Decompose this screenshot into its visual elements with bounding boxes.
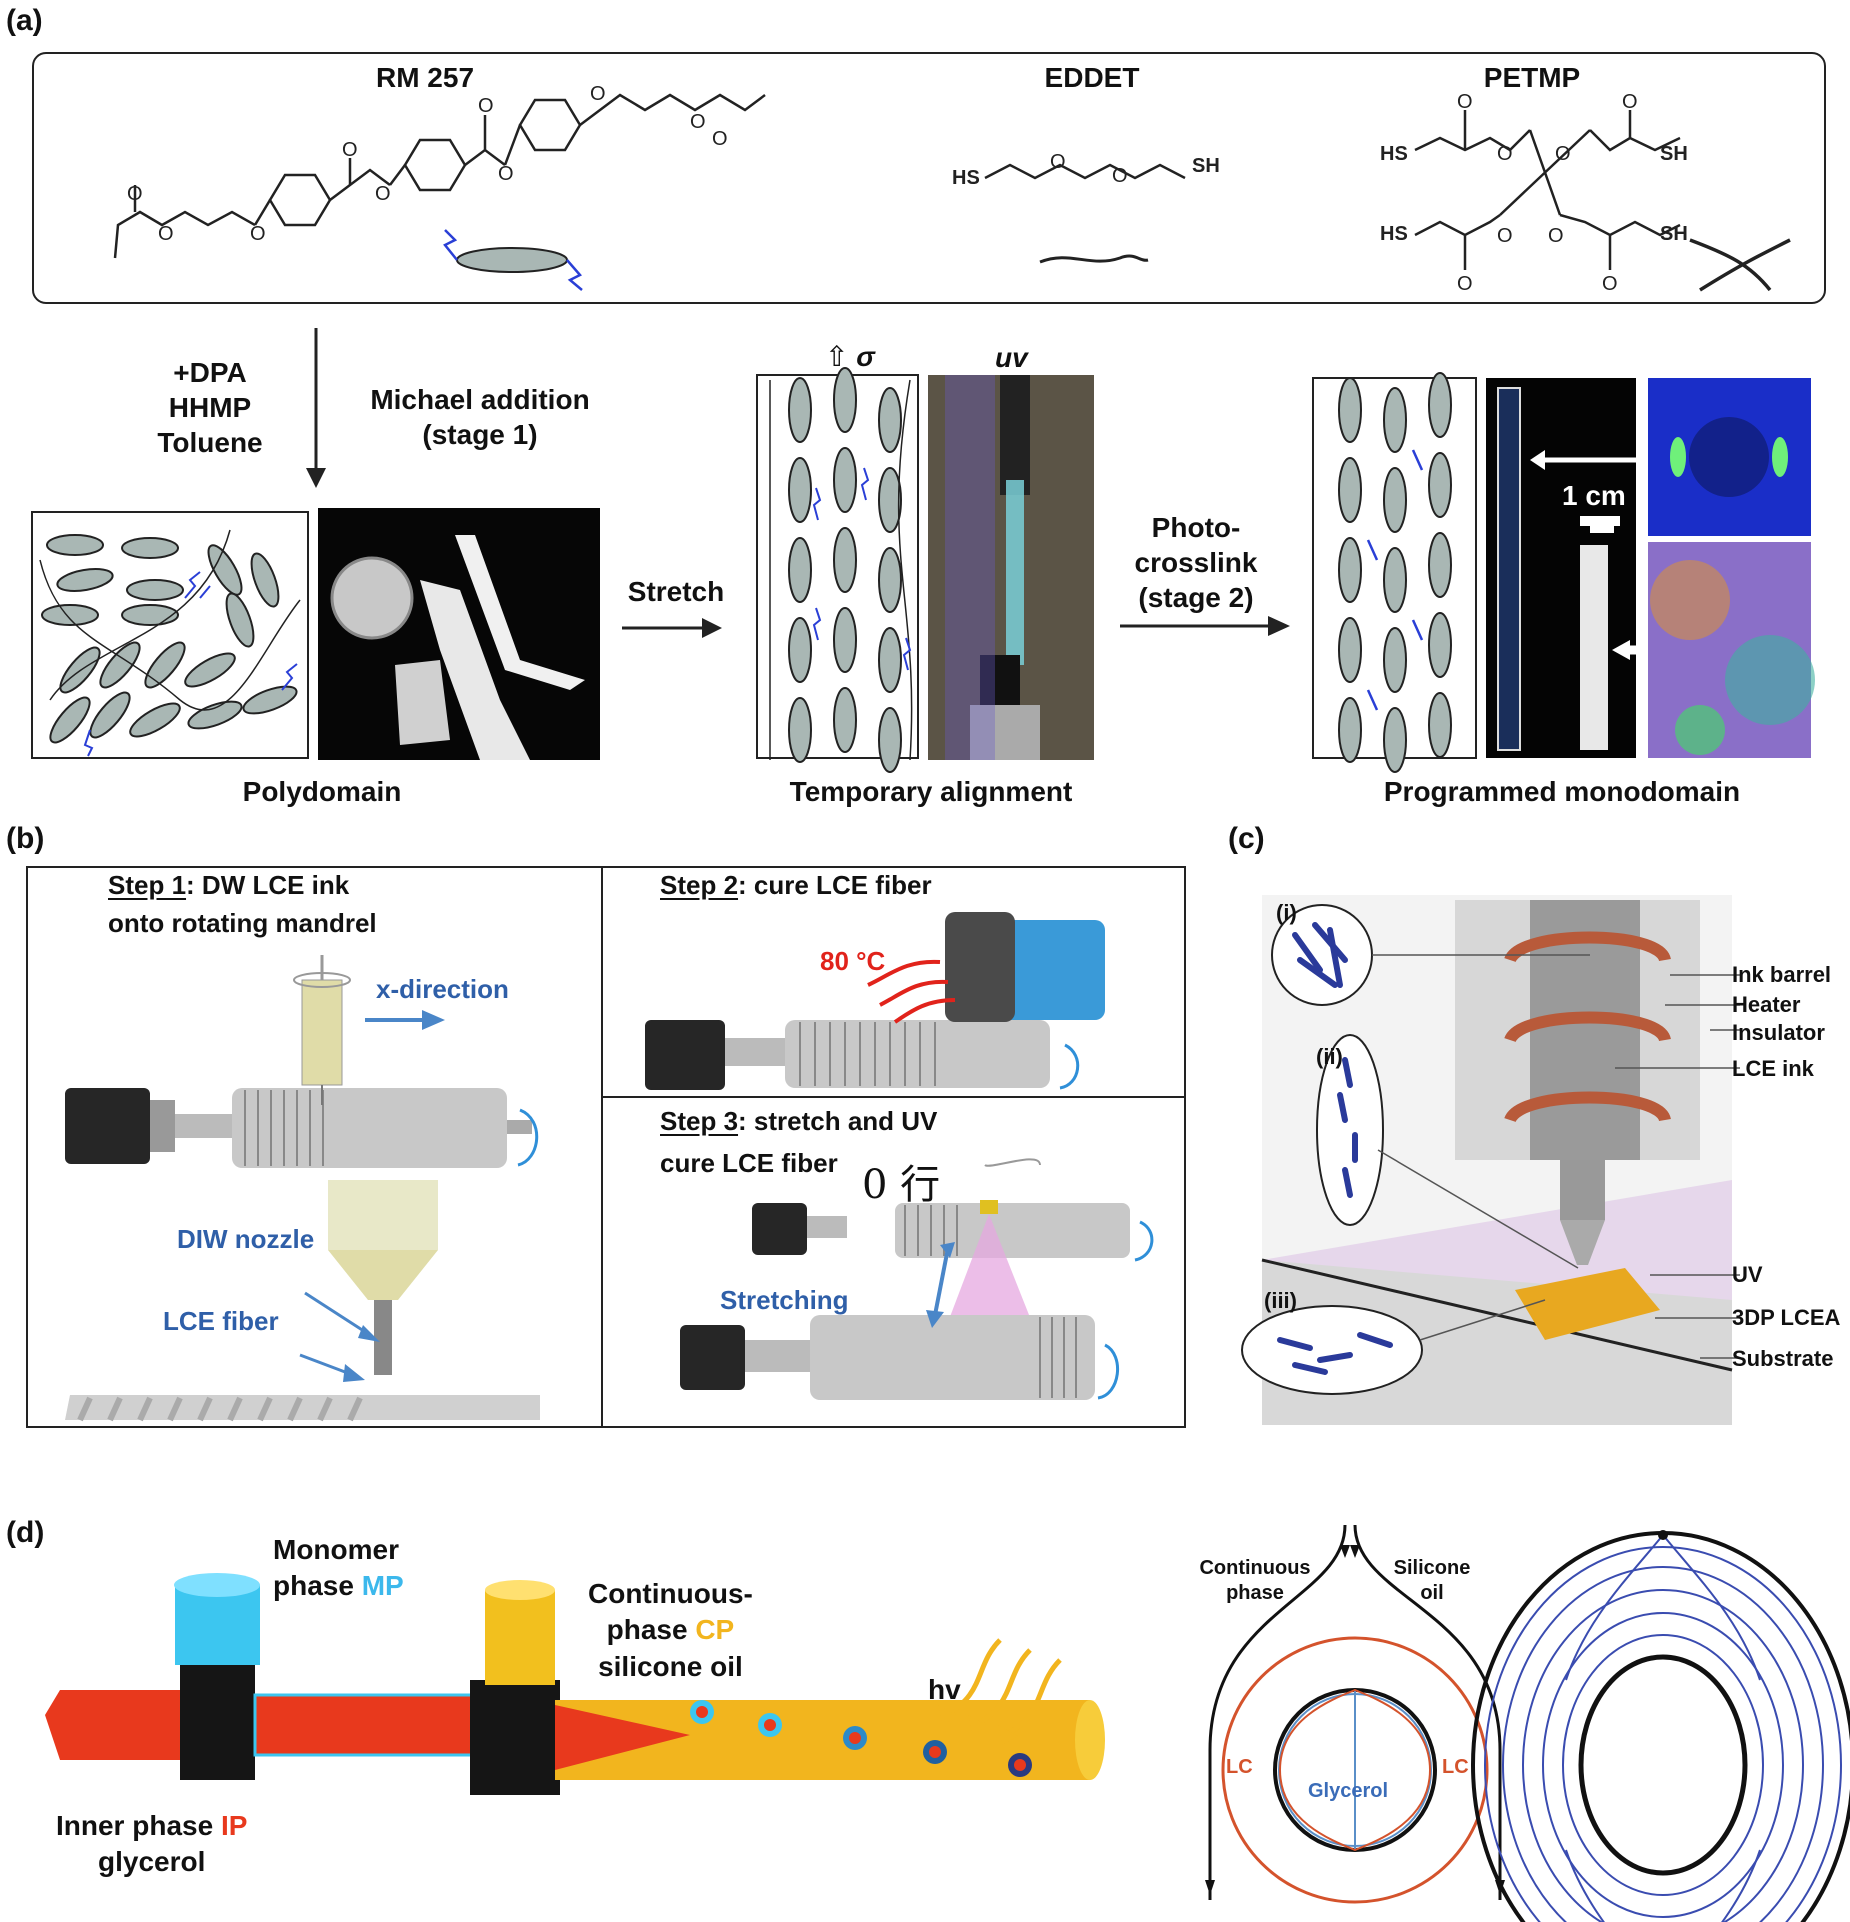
reagents-label: +DPA HHMP Toluene <box>157 357 263 458</box>
rm257-title: RM 257 <box>375 62 475 93</box>
eddet-title: EDDET <box>1044 62 1140 93</box>
lc-label-left: LC <box>1226 1756 1253 1778</box>
stress-arrow-icon: ⇧ <box>825 341 849 372</box>
inset-label-ii: (ii) <box>1316 1044 1343 1069</box>
flow-right-label: Silicone oil <box>1393 1557 1471 1604</box>
uv-label: uv <box>995 342 1028 373</box>
michael-addition-label: Michael addition (stage 1) <box>370 384 590 450</box>
birefringence-image <box>1648 542 1811 758</box>
sample-strip-1 <box>420 580 530 760</box>
stress-label: ⇧ σ <box>825 341 875 372</box>
step2-title: Step 2: cure LCE fiber <box>660 870 932 900</box>
panel-d-tag: (d) <box>6 1516 45 1549</box>
label-ink-barrel: Ink barrel <box>1732 962 1832 987</box>
monodomain-photo <box>1486 378 1636 758</box>
stretch-label: Stretch <box>627 576 725 607</box>
chemical-structures-box <box>32 52 1826 304</box>
stretching-label: Stretching <box>720 1285 849 1315</box>
diw-nozzle-label: DIW nozzle <box>177 1224 315 1254</box>
continuous-phase-label: Continuous- phase CP silicone oil <box>588 1578 753 1682</box>
step1-title: Step 1: DW LCE ink <box>108 870 350 900</box>
label-uv: UV <box>1732 1262 1763 1287</box>
flow-left-label: Continuous phase <box>1199 1557 1311 1604</box>
scale-bar-label: 1 cm <box>1562 480 1626 511</box>
monomer-phase-label: Monomer phase MP <box>273 1534 404 1602</box>
x-direction-label: x-direction <box>376 974 509 1004</box>
sample-strip-2 <box>455 535 585 690</box>
caption-polydomain: Polydomain <box>242 776 402 807</box>
inset-label-i: (i) <box>1276 900 1297 925</box>
panel-b-tag: (b) <box>6 822 45 855</box>
panel-a-tag: (a) <box>6 4 43 37</box>
inner-phase-label: Inner phase IP glycerol <box>56 1810 248 1878</box>
lce-fiber-label: LCE fiber <box>163 1306 279 1336</box>
inset-label-iii: (iii) <box>1264 1288 1297 1313</box>
label-heater: Heater <box>1732 992 1801 1017</box>
coin-photo <box>330 556 414 640</box>
temperature-label: 80 °C <box>820 946 886 976</box>
label-3dp-lcea: 3DP LCEA <box>1732 1305 1841 1330</box>
hv-label: hv <box>928 1674 961 1705</box>
label-substrate: Substrate <box>1732 1346 1834 1371</box>
panel-b-frames <box>26 866 1186 1428</box>
caption-temporary-alignment: Temporary alignment <box>789 776 1073 807</box>
scale-bar <box>1580 516 1620 526</box>
label-insulator: Insulator <box>1732 1020 1825 1045</box>
step1-title-line2: onto rotating mandrel <box>108 908 377 938</box>
uv-setup-photo <box>928 375 1094 760</box>
lc-label-right: LC <box>1442 1756 1469 1778</box>
sample-strip-3 <box>395 660 450 745</box>
panel-c-tag: (c) <box>1228 822 1265 855</box>
step3-title: Step 3: stretch and UV <box>660 1106 938 1136</box>
step1-drawing <box>65 955 540 1422</box>
stray-text: 0 行 <box>862 1162 941 1208</box>
step2-drawing <box>645 912 1105 1090</box>
petmp-title: PETMP <box>1483 62 1581 93</box>
xray-pattern <box>1648 378 1811 536</box>
photocrosslink-label: Photo- crosslink (stage 2) <box>1134 512 1258 613</box>
polydomain-schematic <box>31 511 309 759</box>
caption-programmed-monodomain: Programmed monodomain <box>1383 776 1741 807</box>
step3-title-line2: cure LCE fiber <box>660 1148 838 1178</box>
aligned-schematic-2 <box>1312 372 1477 773</box>
polydomain-photo <box>318 508 600 760</box>
glycerol-label: Glycerol <box>1308 1780 1389 1802</box>
aligned-schematic-1 <box>756 367 919 773</box>
panel-c-drawing <box>1241 895 1740 1425</box>
label-lce-ink: LCE ink <box>1732 1056 1814 1081</box>
